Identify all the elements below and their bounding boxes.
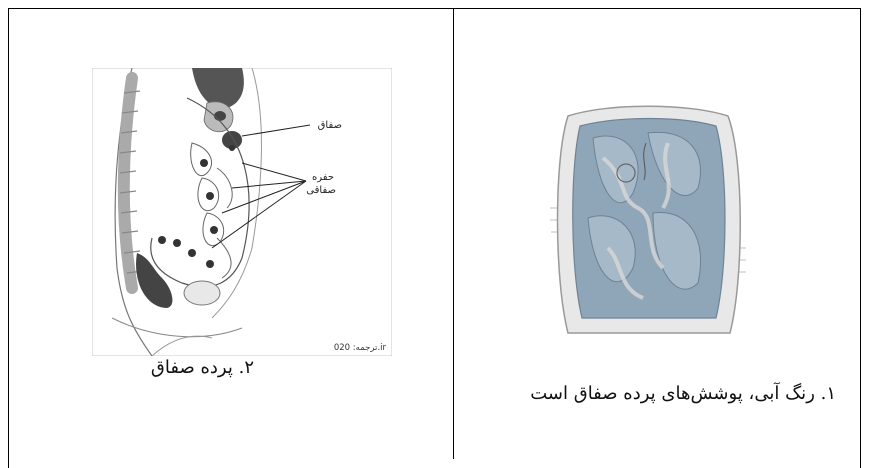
caption-peritoneum: ۲. پرده صفاق: [151, 357, 254, 378]
abdomen-blue-illustration: [548, 98, 750, 343]
label-cavity-line2: صفاقی: [306, 185, 336, 196]
peritoneum-sagittal-diagram: صفاق حفره صفاقی ترجمه: 020.ir: [92, 68, 392, 356]
label-peritoneum: صفاق: [318, 120, 342, 131]
label-cavity-line1: حفره: [312, 172, 334, 183]
bladder: [184, 281, 220, 305]
panel-blue-peritoneum: ۱. رنگ آبی، پوشش‌های پرده صفاق است: [454, 8, 860, 459]
panel-peritoneum-diagram: صفاق حفره صفاقی ترجمه: 020.ir ۲. پرده صف…: [9, 8, 453, 459]
credit-text: ترجمه: 020.ir: [334, 343, 387, 353]
caption-blue-peritoneum: ۱. رنگ آبی، پوشش‌های پرده صفاق است: [530, 383, 836, 404]
